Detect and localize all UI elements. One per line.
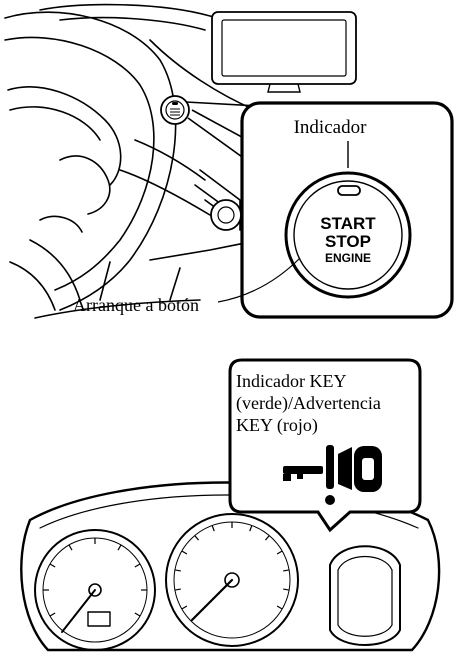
gauge-tick: [194, 535, 200, 541]
button-text-engine: ENGINE: [325, 251, 371, 265]
gauge-tick: [117, 544, 122, 551]
gauge-tick: [283, 569, 290, 572]
indicator-label: Indicador: [294, 117, 367, 138]
key-warning-icon: [283, 445, 382, 505]
gauge-tick: [49, 612, 56, 617]
gauge-tick: [181, 550, 188, 555]
start-stop-engine-button: START STOP ENGINE: [284, 171, 412, 299]
button-text-start: START: [320, 214, 376, 233]
console-knob: [210, 199, 242, 231]
key-callout: Indicador KEY (verde)/Advertencia KEY (r…: [228, 358, 422, 533]
gauge-tick: [49, 563, 56, 568]
push-button-leader-line: [217, 257, 301, 303]
gauge-tick: [174, 588, 181, 591]
gauge-tick: [174, 569, 181, 572]
center-display: [211, 11, 357, 93]
gauge-tick: [276, 605, 283, 610]
gauge-tick: [134, 612, 141, 617]
indicator-light: [337, 185, 361, 196]
dash-start-button: [160, 95, 190, 125]
button-text-stop: STOP: [325, 232, 371, 251]
gauge-tick: [249, 525, 253, 532]
gauge-tick: [181, 605, 188, 610]
push-button-start-label: Arranque a botón: [73, 295, 199, 315]
gauge-tick: [134, 563, 141, 568]
key-indicator-label-line2: (verde)/Advertencia: [236, 393, 381, 414]
key-indicator-label-line3: KEY (rojo): [236, 415, 318, 436]
gauge-tick-marks: [43, 522, 290, 617]
gauge-tick: [211, 525, 215, 532]
key-indicator-label-line1: Indicador KEY: [236, 371, 346, 391]
gauge-tick: [264, 535, 270, 541]
gauge-tick: [68, 544, 73, 551]
gauge-tick: [283, 588, 290, 591]
gauge-tick: [276, 550, 283, 555]
